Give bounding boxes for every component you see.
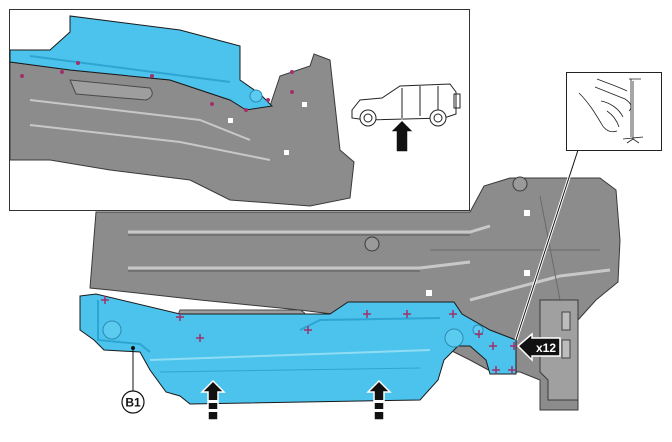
svg-text:B1: B1: [125, 396, 141, 410]
highlighted-shield-b1: [79, 293, 517, 405]
up-arrow-striped-icon: [366, 379, 392, 421]
quantity-arrow: x12: [516, 332, 561, 362]
inset-view: [9, 9, 470, 211]
up-arrow-striped-icon: [200, 379, 226, 421]
svg-text:x12: x12: [536, 341, 556, 355]
inset-fastener-markers: [20, 61, 294, 112]
hand-with-tool-icon: [578, 78, 644, 144]
b1-callout: B1: [121, 346, 145, 414]
leader-line: [515, 149, 579, 341]
vehicle-side-view: [351, 83, 461, 127]
detail-view: [566, 72, 662, 151]
up-arrow-icon: [388, 118, 416, 153]
fastener-markers: [101, 296, 518, 374]
